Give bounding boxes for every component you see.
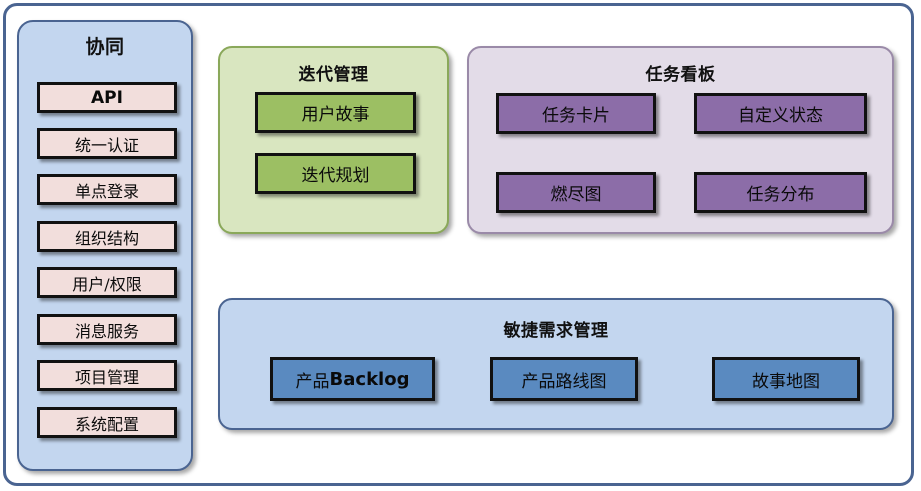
sidebar-item-unified-auth[interactable]: 统一认证	[37, 128, 177, 159]
agile-item-product-backlog-han: 产品	[295, 371, 330, 392]
taskboard-item-task-distribution[interactable]: 任务分布	[694, 172, 867, 213]
iteration-panel-title: 迭代管理	[298, 65, 369, 85]
iteration-management-panel: 迭代管理 用户故事 迭代规划	[218, 46, 449, 234]
taskboard-item-task-card[interactable]: 任务卡片	[496, 93, 656, 134]
iteration-item-iteration-plan[interactable]: 迭代规划	[255, 153, 416, 194]
taskboard-item-custom-status[interactable]: 自定义状态	[694, 93, 867, 134]
sidebar-item-api[interactable]: API	[37, 82, 177, 113]
sidebar-item-sso[interactable]: 单点登录	[37, 174, 177, 205]
sidebar-item-project-mgmt[interactable]: 项目管理	[37, 360, 177, 391]
agile-item-story-map[interactable]: 故事地图	[712, 357, 860, 401]
taskboard-item-burndown-chart[interactable]: 燃尽图	[496, 172, 656, 213]
sidebar-item-user-roles[interactable]: 用户/权限	[37, 267, 177, 298]
agile-item-product-backlog-latin: Backlog	[329, 368, 410, 390]
agile-panel-title: 敏捷需求管理	[503, 321, 609, 341]
sidebar-item-sys-config[interactable]: 系统配置	[37, 407, 177, 438]
sidebar-item-org-structure[interactable]: 组织结构	[37, 221, 177, 252]
sidebar-title: 协同	[85, 36, 125, 58]
agile-item-product-roadmap[interactable]: 产品路线图	[490, 357, 638, 401]
task-board-panel: 任务看板 任务卡片 自定义状态 燃尽图 任务分布	[467, 46, 894, 234]
outer-frame-border	[3, 3, 914, 486]
sidebar-item-message-svc[interactable]: 消息服务	[37, 314, 177, 345]
sidebar-panel: 协同 API 统一认证 单点登录 组织结构 用户/权限 消息服务 项目管理 系统…	[17, 20, 193, 471]
taskboard-panel-title: 任务看板	[645, 65, 716, 85]
iteration-item-user-story[interactable]: 用户故事	[255, 92, 416, 133]
